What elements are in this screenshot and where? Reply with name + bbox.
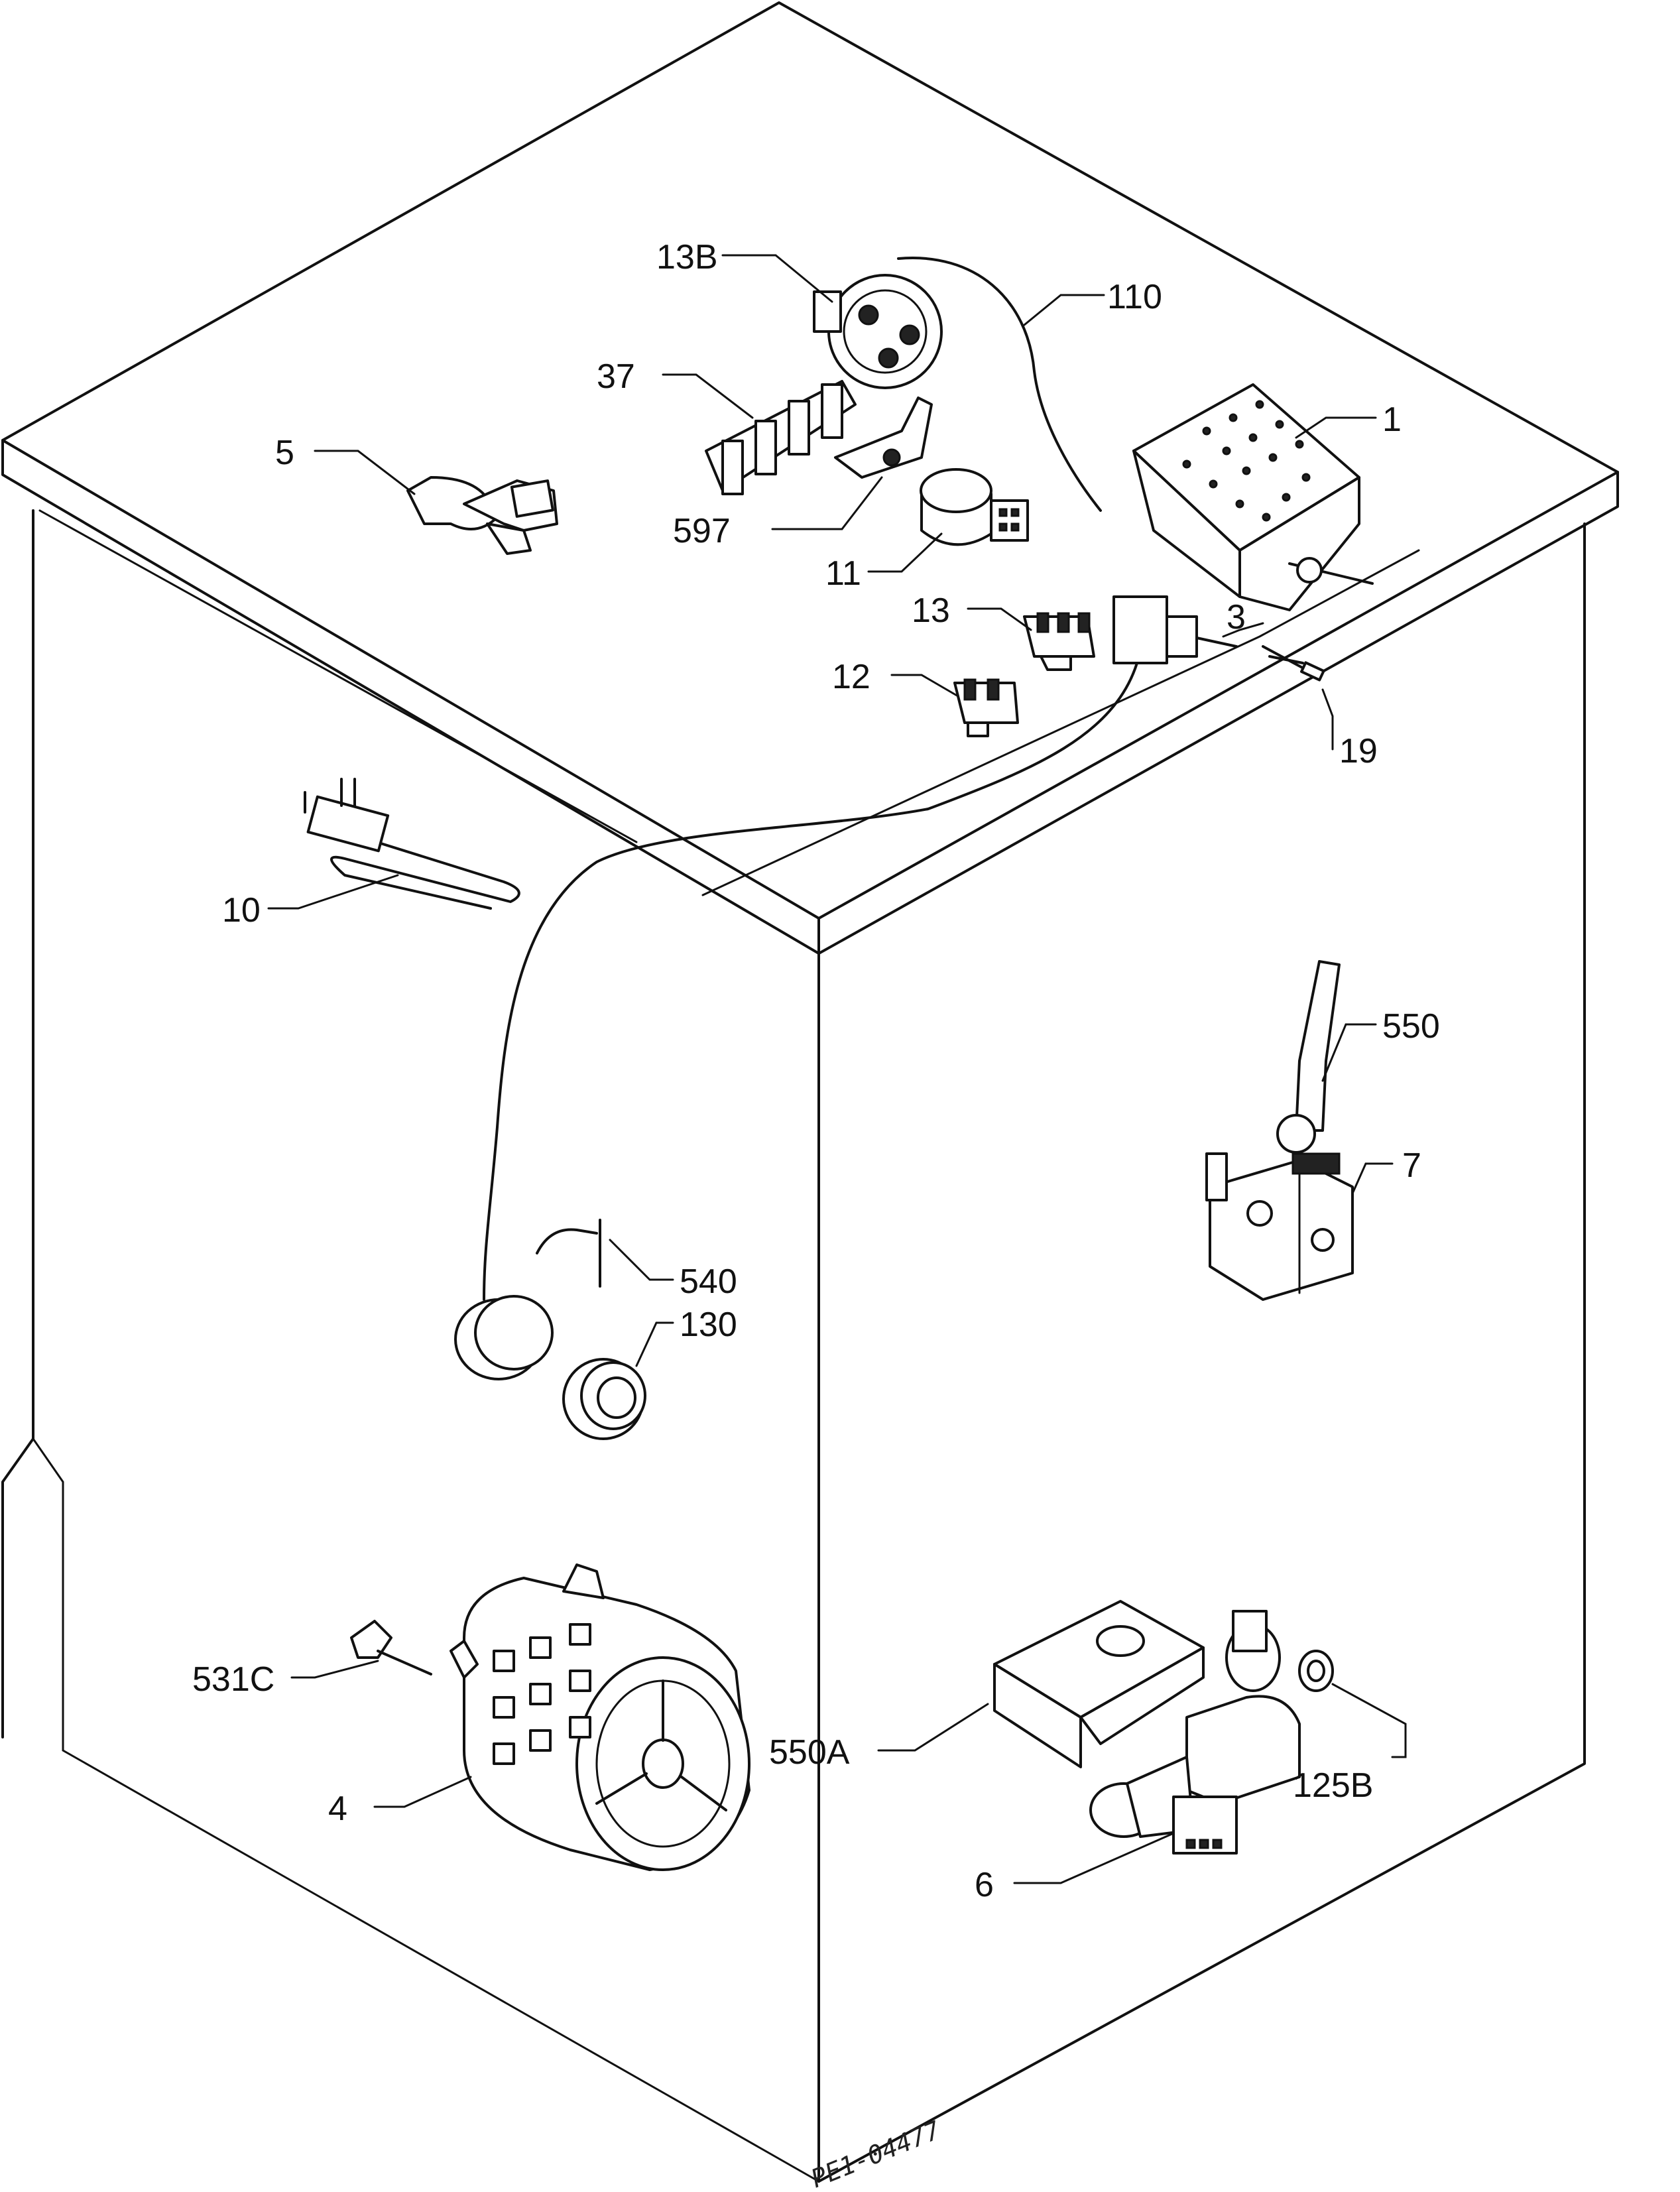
capacitor-part-11 — [920, 468, 1029, 546]
grommet-part-130 — [562, 1358, 646, 1440]
washer-part-125b — [1298, 1650, 1334, 1692]
label-part-6: 6 — [975, 1866, 994, 1904]
cover-part-550a — [993, 1600, 1205, 1768]
drawing-reference-code: PE1-04477 — [807, 2115, 945, 2192]
sensor-part-19 — [1262, 645, 1325, 682]
label-part-540: 540 — [680, 1262, 737, 1301]
label-part-13: 12 — [832, 658, 870, 696]
label-part-37: 37 — [597, 357, 635, 396]
label-part-3: 3 — [1227, 598, 1246, 637]
label-part-13b: 13 — [912, 591, 950, 630]
motor-part-4 — [450, 1563, 750, 1871]
valve-part-5 — [406, 476, 558, 555]
switch-part-3 — [1112, 595, 1238, 664]
cable — [483, 662, 1138, 1301]
label-part-550a: 550A — [769, 1733, 850, 1772]
heating-element-part-10 — [304, 778, 520, 910]
door-lock-part-7 — [1205, 1152, 1354, 1301]
label-part-1: 1 — [1382, 400, 1402, 439]
connector-part-13 — [953, 678, 1019, 737]
label-part-7: 7 — [1402, 1146, 1421, 1185]
programmer-part-1 — [1132, 383, 1374, 611]
label-part-19: 19 — [1339, 732, 1378, 770]
spring-part-540 — [536, 1219, 601, 1288]
hose-part-110 — [897, 257, 1102, 512]
lever-part-550 — [1276, 960, 1341, 1154]
leader-lines — [267, 254, 1407, 1884]
door-plug — [454, 1295, 554, 1380]
label-part-4: 4 — [328, 1790, 347, 1828]
label-part-531c: 531C — [192, 1660, 274, 1699]
label-part-110: 110 — [1107, 278, 1162, 316]
connector-part-13b — [1023, 612, 1095, 671]
part-labels: 13B 110 37 5 597 11 1 13 3 12 19 10 550 … — [192, 238, 1440, 1904]
cabinet-outline — [1, 1, 1619, 2183]
label-part-550: 550 — [1382, 1007, 1440, 1046]
label-part-10: 10 — [222, 891, 261, 930]
label-part-125b: 125B — [1293, 1766, 1373, 1805]
label-part-12: 13B — [656, 238, 718, 276]
pressure-switch-part-12 — [813, 274, 943, 389]
label-part-5: 5 — [275, 434, 294, 472]
label-part-597: 597 — [673, 512, 731, 550]
label-part-11: 11 — [825, 554, 861, 593]
terminal-block-part-37 — [705, 380, 857, 495]
bolt-part-531c — [350, 1620, 432, 1675]
clip-part-597 — [834, 396, 933, 479]
pump-part-6 — [1089, 1610, 1301, 1855]
label-part-130: 130 — [680, 1306, 737, 1344]
